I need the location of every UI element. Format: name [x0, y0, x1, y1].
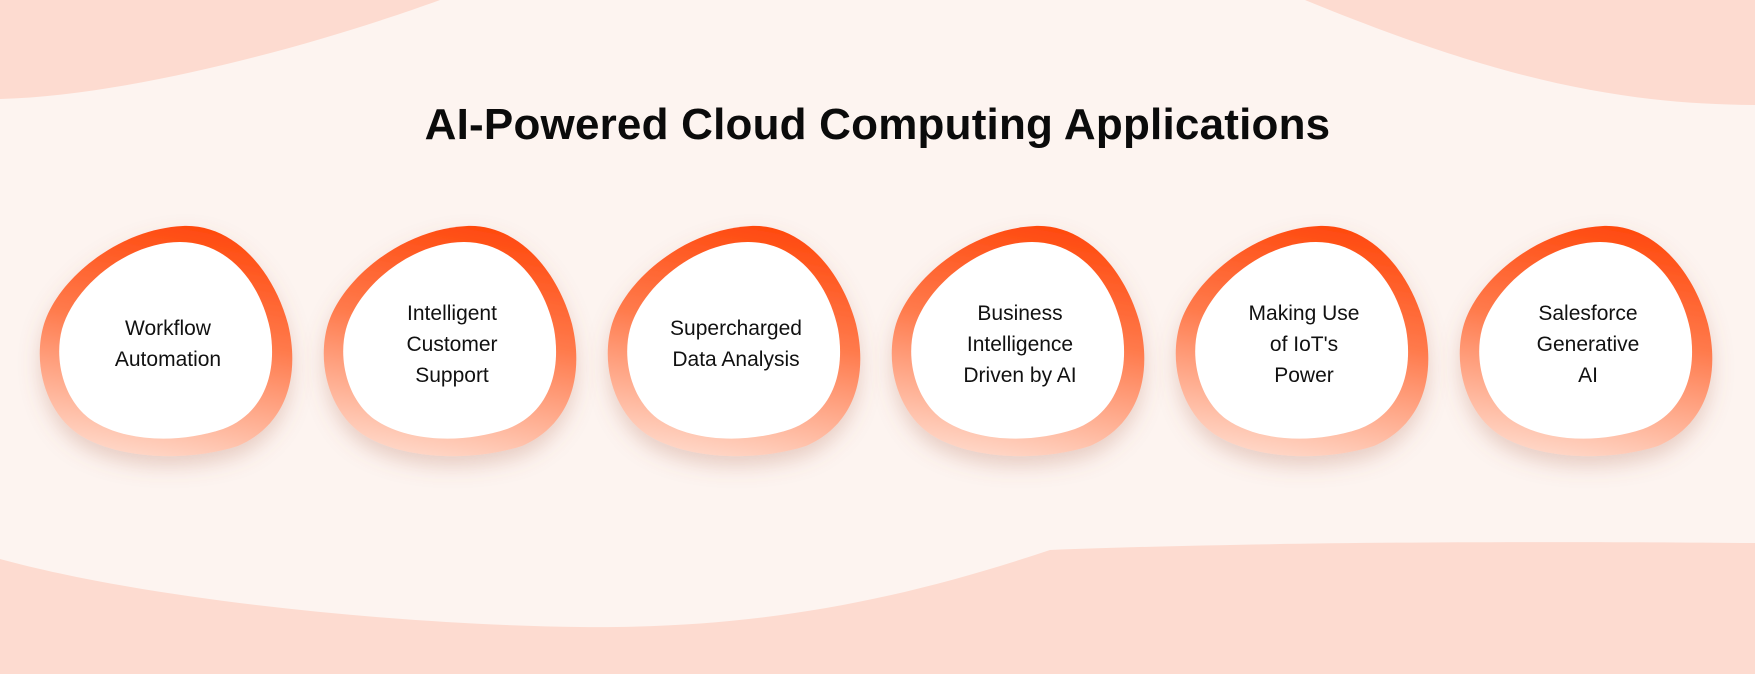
blob-ring-shape: [891, 225, 1145, 457]
blob-label: Making Use of IoT's Power: [1248, 301, 1360, 387]
blob-label: Workflow Automation: [114, 317, 222, 371]
blob-label: Intelligent Customer Support: [406, 301, 498, 387]
application-blob: Making Use of IoT's Power: [1174, 224, 1434, 460]
blob-ring-shape: [1459, 225, 1713, 457]
blob-label: Business Intelligence Driven by AI: [963, 301, 1077, 387]
top-right-wave: [1305, 0, 1755, 105]
application-blob: Supercharged Data Analysis: [606, 224, 866, 460]
blob-label: Salesforce Generative AI: [1536, 301, 1640, 387]
application-blob: Workflow Automation: [38, 224, 298, 460]
blob-ring-shape: [607, 225, 861, 457]
blob-label: Supercharged Data Analysis: [670, 317, 802, 371]
application-blob: Intelligent Customer Support: [322, 224, 582, 460]
application-blob: Salesforce Generative AI: [1458, 224, 1718, 460]
application-blob: Business Intelligence Driven by AI: [890, 224, 1150, 460]
blob-ring-shape: [1175, 225, 1429, 457]
blob-ring-shape: [323, 225, 577, 457]
bottom-wave: [0, 542, 1755, 674]
page-title: AI-Powered Cloud Computing Applications: [424, 100, 1331, 149]
blob-ring-shape: [39, 225, 293, 457]
top-left-wave: [0, 0, 440, 99]
